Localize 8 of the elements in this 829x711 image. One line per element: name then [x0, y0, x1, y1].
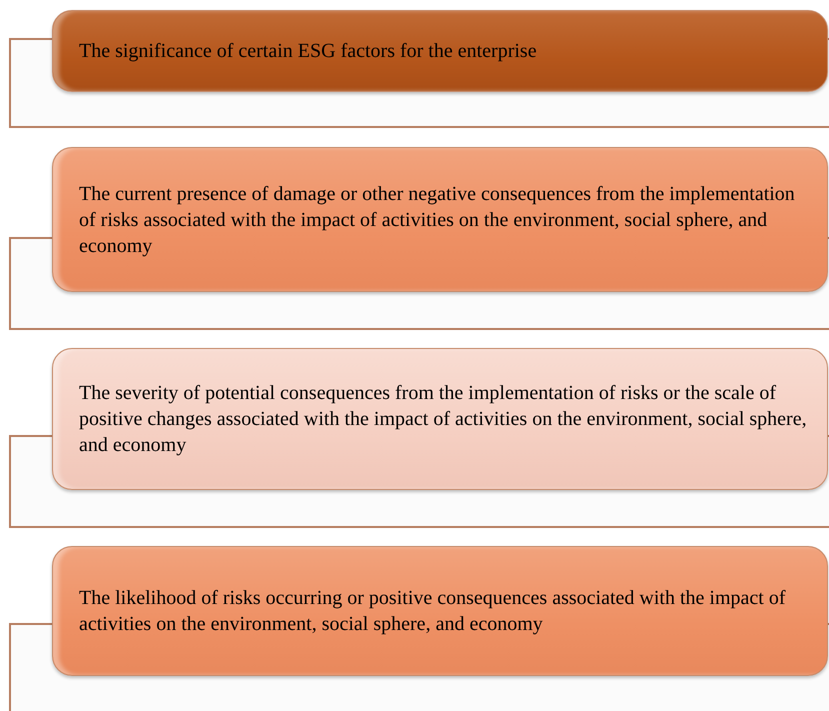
rounded-box	[52, 147, 828, 292]
box-text: The current presence of damage or other negative consequences from the implementation of risks associated with the impact of activities on the environment, social sphere, and economy	[79, 182, 796, 258]
box-text: The likelihood of risks occurring or positive consequences associated with the impact of activities on the environment, social sphere, and economy	[79, 586, 786, 637]
box-text: The significance of certain ESG factors for the enterprise	[79, 39, 538, 64]
rounded-box	[52, 348, 828, 490]
rounded-box	[52, 10, 828, 92]
rounded-box	[52, 546, 828, 676]
box-text: The severity of potential consequences from the implementation of risks or the scale of positive changes associated with the impact of activities on the environment, social sphere, and economy	[79, 381, 807, 458]
